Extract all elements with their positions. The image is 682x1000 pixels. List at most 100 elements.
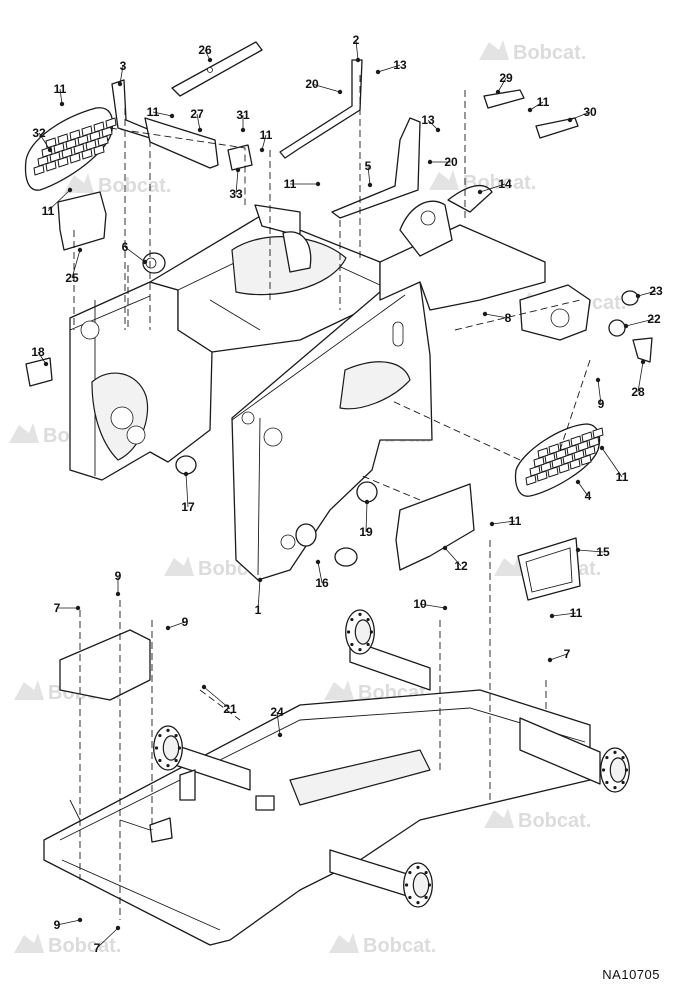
callout-label: 3: [120, 59, 127, 73]
fastener-icon: [183, 471, 189, 477]
leader-line: [569, 111, 591, 121]
leader-line: [625, 318, 655, 327]
fastener-icon: [527, 107, 533, 113]
callout-label: 20: [444, 155, 458, 169]
leader-line: [497, 77, 507, 93]
watermark-text: Bobcat.: [363, 935, 436, 957]
watermark-text: Bobcat.: [48, 935, 121, 957]
grille-32-pattern: [33, 117, 117, 176]
callout-label: 1: [255, 603, 262, 617]
fastener-icon: [442, 545, 448, 551]
leader-line: [203, 686, 231, 710]
fastener-icon: [169, 113, 175, 119]
callout-label: 24: [270, 705, 284, 719]
grille-cell: [93, 121, 105, 133]
grille-cell: [592, 427, 604, 439]
grille-4-pattern: [525, 427, 604, 486]
fastener-icon: [549, 613, 555, 619]
callout-label: 21: [223, 702, 237, 716]
callout-label: 9: [115, 569, 122, 583]
callout-label: 10: [413, 597, 427, 611]
hub-flange: [345, 609, 375, 655]
drawing-number: NA10705: [602, 967, 660, 982]
callout-label: 29: [499, 71, 513, 85]
grille-cell: [581, 431, 593, 443]
watermark-text: Bobcat.: [518, 810, 591, 832]
leader-line: [276, 711, 281, 736]
callout-label: 15: [596, 545, 610, 559]
fastener-icon: [77, 917, 83, 923]
fastener-icon: [477, 189, 483, 195]
callout-label: 11: [54, 82, 67, 96]
fastener-icon: [315, 559, 321, 565]
callout-label: 17: [181, 500, 195, 514]
leader-line: [529, 101, 544, 111]
leader-line: [167, 621, 186, 629]
leader-line: [124, 246, 146, 263]
leader-line: [152, 111, 173, 117]
fastener-icon: [201, 684, 207, 690]
fastener-icon: [427, 159, 433, 165]
fastener-icon: [337, 89, 343, 95]
callout-label: 20: [305, 77, 319, 91]
callout-label: 11: [260, 128, 273, 142]
callout-label: 31: [236, 108, 250, 122]
fastener-icon: [623, 323, 629, 329]
fastener-icon: [367, 182, 373, 188]
grille-cell: [57, 133, 69, 145]
leader-line: [365, 501, 368, 533]
callout-label: 11: [570, 606, 583, 620]
callout-label: 13: [421, 113, 435, 127]
leader-line: [444, 547, 462, 567]
leader-line: [38, 132, 51, 151]
assembly-lines: [73, 75, 591, 920]
leader-line: [71, 249, 81, 279]
leader-line: [367, 165, 371, 186]
leader-line: [96, 927, 119, 949]
callout-label: 11: [616, 470, 629, 484]
callout-label: 11: [284, 177, 297, 191]
fastener-icon: [489, 521, 495, 527]
fastener-icon: [67, 187, 73, 193]
fastener-icon: [115, 925, 121, 931]
fastener-icon: [259, 147, 265, 153]
leader-line: [479, 183, 506, 193]
callout-label: 12: [454, 559, 468, 573]
leader-line: [551, 612, 577, 617]
fastener-icon: [235, 167, 241, 173]
hub-flange: [153, 725, 183, 771]
lower-chassis-part-24: [43, 609, 630, 946]
axle-hubs: [153, 609, 630, 908]
leader-line: [311, 83, 341, 93]
callout-label: 4: [585, 489, 592, 503]
leader-line: [235, 169, 239, 195]
callout-label: 8: [505, 311, 512, 325]
fastener-icon: [277, 732, 283, 738]
callout-label: 7: [54, 601, 61, 615]
callout-label: 32: [32, 126, 46, 140]
bobcat-watermark: Bobcat.: [329, 933, 436, 957]
leader-line: [257, 579, 261, 611]
grille-cell: [105, 117, 117, 129]
fastener-icon: [47, 147, 53, 153]
callout-label: 28: [631, 385, 645, 399]
fastener-icon: [43, 361, 49, 367]
fastener-icon: [635, 293, 641, 299]
leader-line: [59, 88, 63, 105]
fastener-icon: [115, 591, 121, 597]
grille-cell: [548, 443, 560, 455]
leader-line: [37, 351, 47, 365]
callout-label: 9: [54, 918, 61, 932]
leader-line: [491, 520, 516, 525]
watermark-text: Bobcat.: [513, 42, 586, 64]
grille-cell: [81, 125, 93, 137]
fastener-icon: [640, 359, 646, 365]
callout-label: 11: [42, 204, 55, 218]
callout-label: 33: [229, 187, 243, 201]
fastener-icon: [435, 127, 441, 133]
leader-line: [355, 39, 359, 61]
upper-small-parts: [24, 41, 653, 601]
fastener-icon: [355, 57, 361, 63]
leader-line: [484, 313, 509, 319]
